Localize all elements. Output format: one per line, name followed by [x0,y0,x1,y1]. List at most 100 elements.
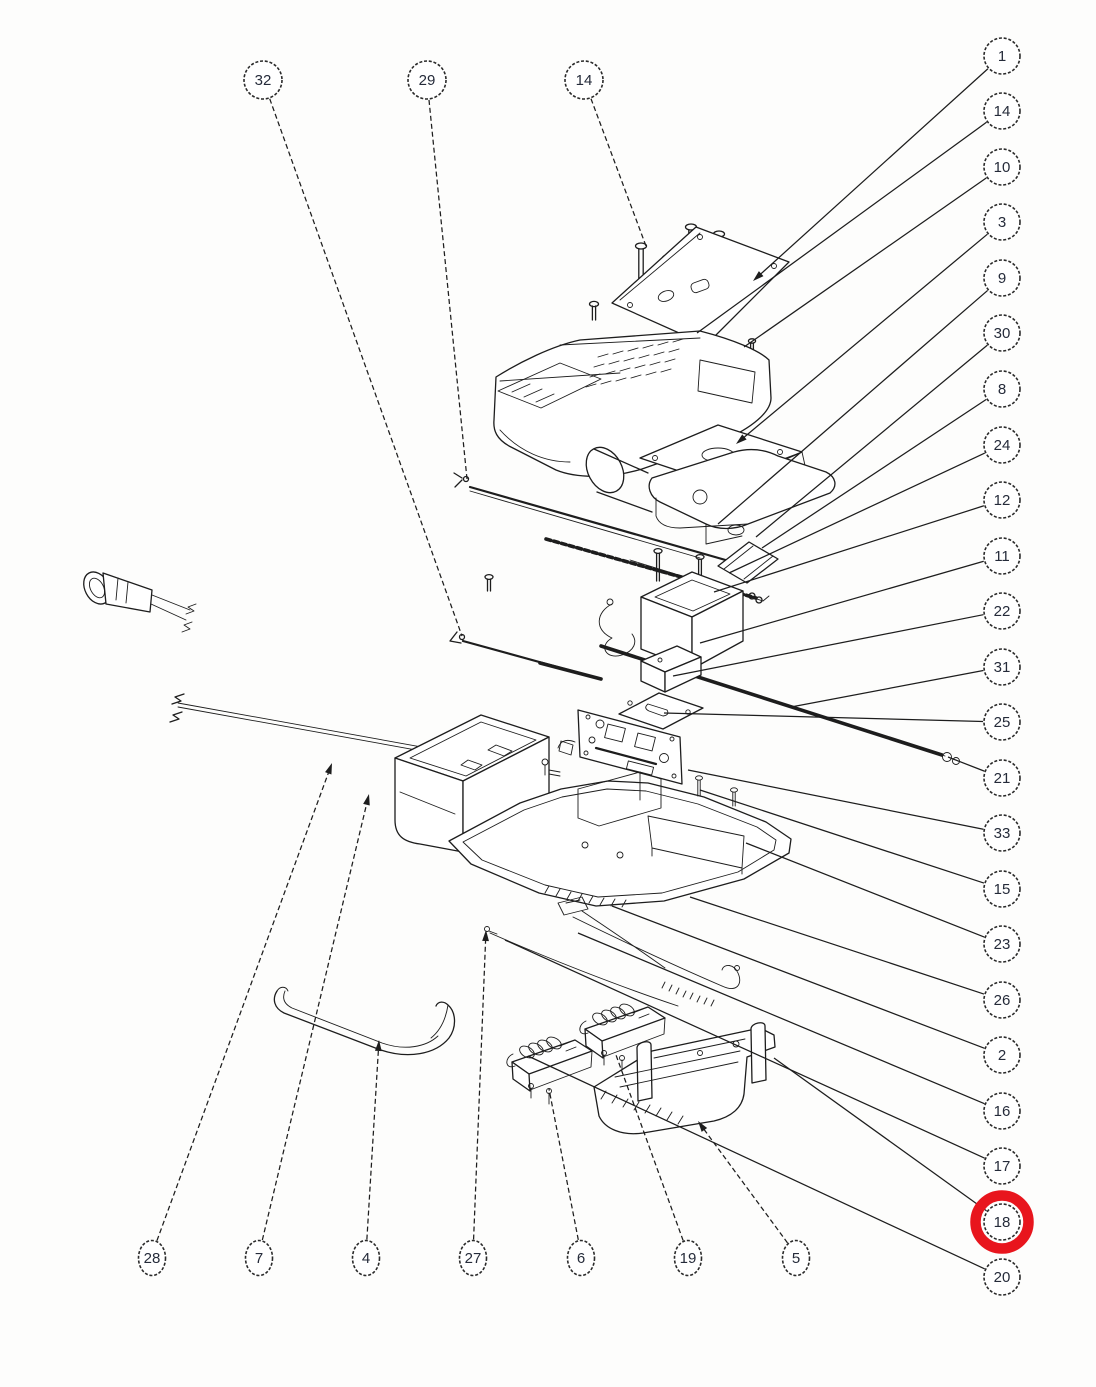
balloon-26[interactable]: 26 [983,981,1021,1019]
balloon-label-20: 20 [994,1269,1011,1286]
balloon-24[interactable]: 24 [983,426,1021,464]
balloon-label-19: 19 [680,1250,697,1267]
balloon-circle-19 [673,1239,703,1277]
balloon-label-4: 4 [362,1250,370,1267]
balloon-label-11: 11 [994,548,1010,565]
part-bottom-cover [593,1022,776,1135]
balloon-22[interactable]: 22 [983,592,1021,630]
balloon-circle-17 [983,1147,1021,1185]
balloon-circle-11 [983,537,1021,575]
part-release-rod [449,631,603,681]
balloon-32[interactable]: 32 [243,60,283,100]
balloon-circle-10 [983,148,1021,186]
leader-line-22 [672,614,984,677]
balloon-circle-15 [983,870,1021,908]
leader-line-3 [742,233,988,439]
balloon-30[interactable]: 30 [983,314,1021,352]
leader-line-32 [269,98,463,637]
part-power-cord [484,896,741,1007]
leader-line-12 [713,505,985,593]
balloon-31[interactable]: 31 [983,648,1021,686]
balloon-23[interactable]: 23 [983,925,1021,963]
part-circuit-board [557,709,683,785]
balloon-circle-18 [983,1203,1021,1241]
balloon-label-8: 8 [998,381,1006,398]
balloon-19[interactable]: 19 [673,1239,703,1277]
balloon-label-21: 21 [994,770,1011,787]
leader-line-19 [615,1054,684,1241]
balloon-10[interactable]: 10 [983,148,1021,186]
balloon-29[interactable]: 29 [407,60,447,100]
balloon-label-14-r: 14 [994,103,1011,120]
balloon-14-r[interactable]: 14 [983,92,1021,130]
part-cable-clip-left [506,1036,593,1105]
balloon-16[interactable]: 16 [983,1092,1021,1130]
leader-arrow-1 [753,271,764,281]
leader-line-28 [156,771,330,1241]
balloon-20[interactable]: 20 [983,1258,1021,1296]
balloon-33[interactable]: 33 [983,814,1021,852]
balloon-label-25: 25 [994,714,1011,731]
leader-line-15 [699,789,985,884]
leader-arrow-4 [374,1040,382,1052]
balloon-circle-26 [983,981,1021,1019]
balloon-label-6: 6 [577,1250,585,1267]
balloon-2[interactable]: 2 [983,1036,1021,1074]
leader-line-14-r [696,121,988,334]
balloon-label-3: 3 [998,214,1006,231]
leader-arrow-7 [363,794,370,806]
leader-line-4 [366,1048,380,1240]
balloon-circle-29 [407,60,447,100]
balloon-6[interactable]: 6 [566,1239,596,1277]
part-trim-cover [273,986,456,1056]
balloon-circle-27 [458,1239,488,1277]
balloon-5[interactable]: 5 [781,1239,811,1277]
leader-line-21 [947,756,985,772]
balloon-circle-30 [983,314,1021,352]
balloon-label-31: 31 [994,659,1011,676]
balloon-17[interactable]: 17 [983,1147,1021,1185]
balloon-circle-9 [983,259,1021,297]
balloon-circle-6 [566,1239,596,1277]
balloon-8[interactable]: 8 [983,370,1021,408]
balloon-28[interactable]: 28 [137,1239,167,1277]
balloon-label-28: 28 [144,1250,161,1267]
balloon-18[interactable]: 18 [970,1190,1034,1254]
leader-line-31 [790,669,984,708]
balloon-circle-16 [983,1092,1021,1130]
leader-line-8 [761,398,987,549]
balloon-label-23: 23 [994,936,1011,953]
leader-line-6 [548,1088,579,1240]
leader-line-17 [504,939,985,1159]
balloon-circle-4 [351,1239,381,1277]
balloon-21[interactable]: 21 [983,759,1021,797]
balloon-11[interactable]: 11 [983,537,1021,575]
balloon-circle-12 [983,481,1021,519]
leader-line-27 [472,938,487,1240]
part-main-chassis [448,771,792,908]
leader-line-2 [611,905,985,1049]
balloon-27[interactable]: 27 [458,1239,488,1277]
balloon-label-1: 1 [998,48,1006,65]
balloon-14-top[interactable]: 14 [564,60,604,100]
balloon-7[interactable]: 7 [244,1239,274,1277]
part-mounting-plate [611,226,790,346]
balloon-circle-25 [983,703,1021,741]
leader-line-16 [577,932,985,1105]
balloon-4[interactable]: 4 [351,1239,381,1277]
balloon-label-5: 5 [792,1250,800,1267]
balloon-25[interactable]: 25 [983,703,1021,741]
balloon-12[interactable]: 12 [983,481,1021,519]
balloon-15[interactable]: 15 [983,870,1021,908]
balloon-label-30: 30 [994,325,1011,342]
balloon-9[interactable]: 9 [983,259,1021,297]
leader-line-24 [728,452,986,574]
balloon-1[interactable]: 1 [983,37,1021,75]
balloon-3[interactable]: 3 [983,203,1021,241]
balloon-label-9: 9 [998,270,1006,287]
leader-line-29 [428,99,468,480]
balloon-circle-31 [983,648,1021,686]
balloon-circle-20 [983,1258,1021,1296]
balloon-label-10: 10 [994,159,1011,176]
balloon-label-24: 24 [994,437,1011,454]
